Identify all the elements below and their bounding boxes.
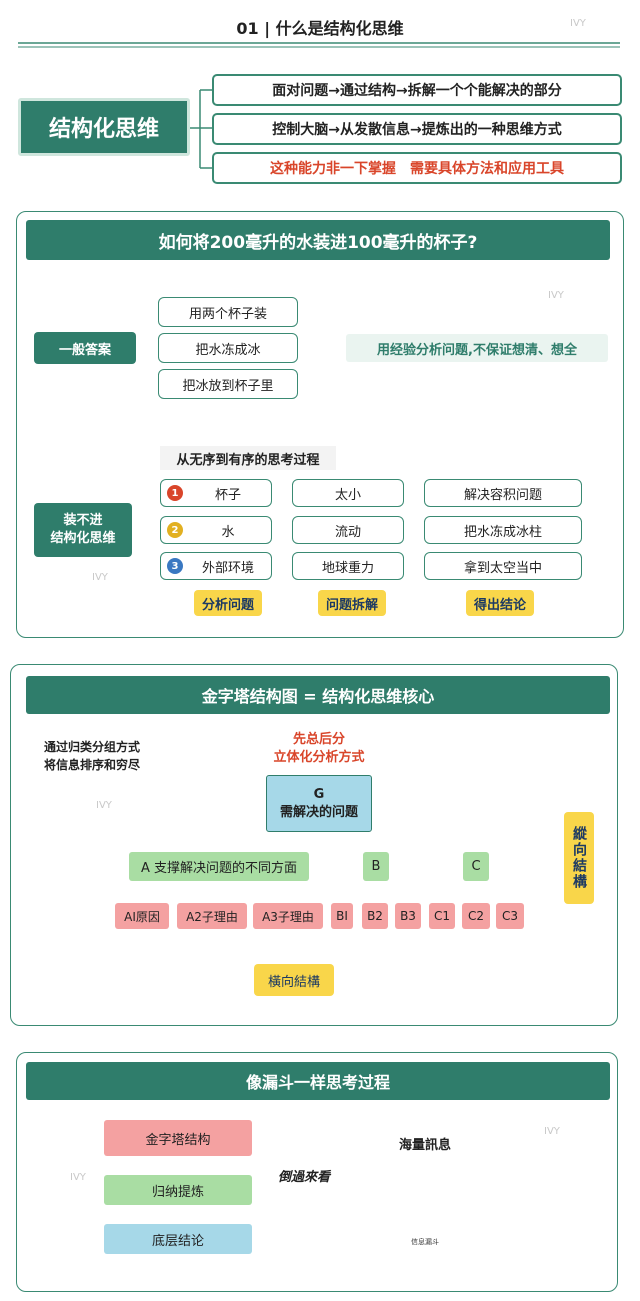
definition-item-1: 面对问题→通过结构→拆解一个个能解决的部分	[212, 74, 622, 106]
watermark: IVY	[544, 1126, 560, 1137]
watermark: IVY	[92, 572, 108, 583]
pyramid-leaf: C3	[496, 903, 524, 929]
pyramid-goal-box: G 需解决的问题	[266, 775, 372, 832]
pyramid-level2-c: C	[463, 852, 489, 881]
cause-cell: 地球重力	[292, 552, 404, 580]
funnel-caption: 信息漏斗	[411, 1238, 439, 1246]
base-conclusion-step: 底层结论	[104, 1224, 252, 1254]
top-down-note: 先总后分 立体化分析方式	[273, 732, 365, 765]
watermark: IVY	[96, 800, 112, 811]
reverse-view-label: 倒過來看	[278, 1170, 331, 1185]
definition-item-2: 控制大脑→从发散信息→提炼出的一种思维方式	[212, 113, 622, 145]
pyramid-leaf: BI	[331, 903, 353, 929]
pyramid-level2-a: A 支撑解决问题的不同方面	[129, 852, 309, 881]
watermark: IVY	[570, 18, 586, 29]
water-cup-title: 如何将200毫升的水装进100毫升的杯子?	[26, 220, 610, 260]
pyramid-level2-b: B	[363, 852, 389, 881]
pyramid-leaf: C2	[462, 903, 490, 929]
solution-cell: 解决容积问题	[424, 479, 582, 507]
pyramid-leaf: B2	[362, 903, 388, 929]
solution-cell: 把水冻成冰柱	[424, 516, 582, 544]
watermark: IVY	[70, 1172, 86, 1183]
factor-cell: 1 杯子	[160, 479, 272, 507]
horizontal-structure-label: 橫向結構	[254, 964, 334, 996]
factor-cell: 2 水	[160, 516, 272, 544]
pyramid-leaf: C1	[429, 903, 455, 929]
general-answer-note: 用经验分析问题,不保证想清、想全	[346, 334, 608, 362]
funnel-heading: 海量訊息	[398, 1137, 451, 1153]
general-answer-item: 用两个杯子装	[158, 297, 298, 327]
funnel-title: 像漏斗一样思考过程	[26, 1062, 610, 1100]
pyramid-leaf: AI原因	[115, 903, 169, 929]
analyze-problem-tag: 分析问题	[194, 590, 262, 616]
number-3-icon: 3	[167, 558, 183, 574]
thinking-process-title: 从无序到有序的思考过程	[160, 446, 336, 470]
number-2-icon: 2	[167, 522, 183, 538]
number-1-icon: 1	[167, 485, 183, 501]
draw-conclusion-tag: 得出结论	[466, 590, 534, 616]
page-title: 01 | 什么是结构化思维	[236, 19, 404, 38]
pyramid-leaf: A2子理由	[177, 903, 247, 929]
pyramid-structure-step: 金字塔结构	[104, 1120, 252, 1156]
cause-cell: 太小	[292, 479, 404, 507]
factor-cell: 3 外部环境	[160, 552, 272, 580]
solution-cell: 拿到太空当中	[424, 552, 582, 580]
break-down-problem-tag: 问题拆解	[318, 590, 386, 616]
vertical-structure-label: 縱向結構	[564, 812, 594, 904]
general-answer-item: 把冰放到杯子里	[158, 369, 298, 399]
structured-thinking-label: 结构化思维	[18, 98, 190, 156]
general-answer-label: 一般答案	[34, 332, 136, 364]
pyramid-leaf: B3	[395, 903, 421, 929]
pyramid-leaf: A3子理由	[253, 903, 323, 929]
general-answer-item: 把水冻成冰	[158, 333, 298, 363]
watermark: IVY	[548, 290, 564, 301]
grouping-note: 通过归类分组方式 将信息排序和穷尽	[44, 740, 141, 772]
induction-step: 归纳提炼	[104, 1175, 252, 1205]
structured-thinking-tag: 装不进 结构化思维	[34, 503, 132, 557]
definition-item-3: 这种能力非一下掌握 需要具体方法和应用工具	[212, 152, 622, 184]
cause-cell: 流动	[292, 516, 404, 544]
pyramid-title: 金字塔结构图 = 结构化思维核心	[26, 676, 610, 714]
